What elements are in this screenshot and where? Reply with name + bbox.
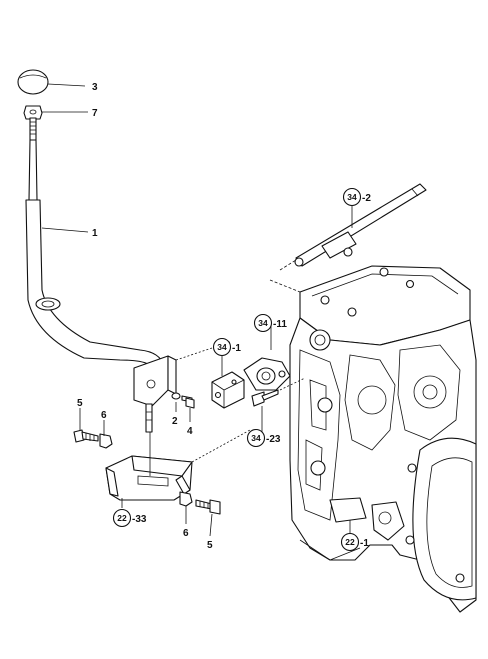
svg-text:6: 6 <box>183 528 189 539</box>
shift-block <box>211 371 245 409</box>
svg-text:7: 7 <box>92 108 98 119</box>
callout-5-upper: 5 <box>77 398 83 409</box>
nut-6-upper <box>99 433 113 449</box>
lever-bracket <box>133 355 177 433</box>
svg-text:-1: -1 <box>360 538 369 549</box>
callout-22-33: 22 -33 <box>112 508 147 528</box>
callout-4: 4 <box>187 426 193 437</box>
svg-text:34: 34 <box>258 318 268 328</box>
svg-text:-33: -33 <box>132 514 147 525</box>
callout-1: 1 <box>92 228 98 239</box>
svg-text:-11: -11 <box>273 319 287 330</box>
callout-34-2: 34 -2 <box>342 187 371 207</box>
svg-text:4: 4 <box>187 426 193 437</box>
svg-text:5: 5 <box>77 398 83 409</box>
svg-text:-23: -23 <box>266 434 281 445</box>
transmission-housing <box>269 259 477 613</box>
callout-34-1: 34 -1 <box>212 337 241 357</box>
callout-7: 7 <box>92 108 98 119</box>
svg-text:6: 6 <box>101 410 107 421</box>
callout-6-upper: 6 <box>101 410 107 421</box>
callout-34-11: 34 -11 <box>253 313 287 333</box>
svg-text:2: 2 <box>172 416 178 427</box>
svg-text:22: 22 <box>345 537 355 547</box>
svg-text:-2: -2 <box>362 193 371 204</box>
lower-bracket <box>105 432 193 501</box>
svg-text:34: 34 <box>217 342 227 352</box>
bolt-4 <box>181 395 195 409</box>
svg-text:1: 1 <box>92 228 98 239</box>
svg-text:22: 22 <box>117 513 127 523</box>
callout-22-1: 22 -1 <box>340 532 369 552</box>
shift-rail <box>294 183 427 267</box>
bolt-5-upper <box>73 429 99 443</box>
callout-2: 2 <box>172 416 178 427</box>
nut-6-lower <box>179 491 193 507</box>
bolt-5-lower <box>195 499 221 515</box>
svg-text:3: 3 <box>92 82 98 93</box>
shift-lever <box>17 69 167 373</box>
svg-text:5: 5 <box>207 540 213 551</box>
callout-3: 3 <box>92 82 98 93</box>
shift-fork-yoke <box>243 357 291 391</box>
svg-text:34: 34 <box>251 433 261 443</box>
callout-5-lower: 5 <box>207 540 213 551</box>
callout-34-23: 34 -23 <box>246 428 281 448</box>
svg-text:34: 34 <box>347 192 357 202</box>
callout-6-lower: 6 <box>183 528 189 539</box>
washer-2 <box>171 392 181 400</box>
svg-text:-1: -1 <box>232 343 241 354</box>
bolt-34-23 <box>251 389 279 407</box>
